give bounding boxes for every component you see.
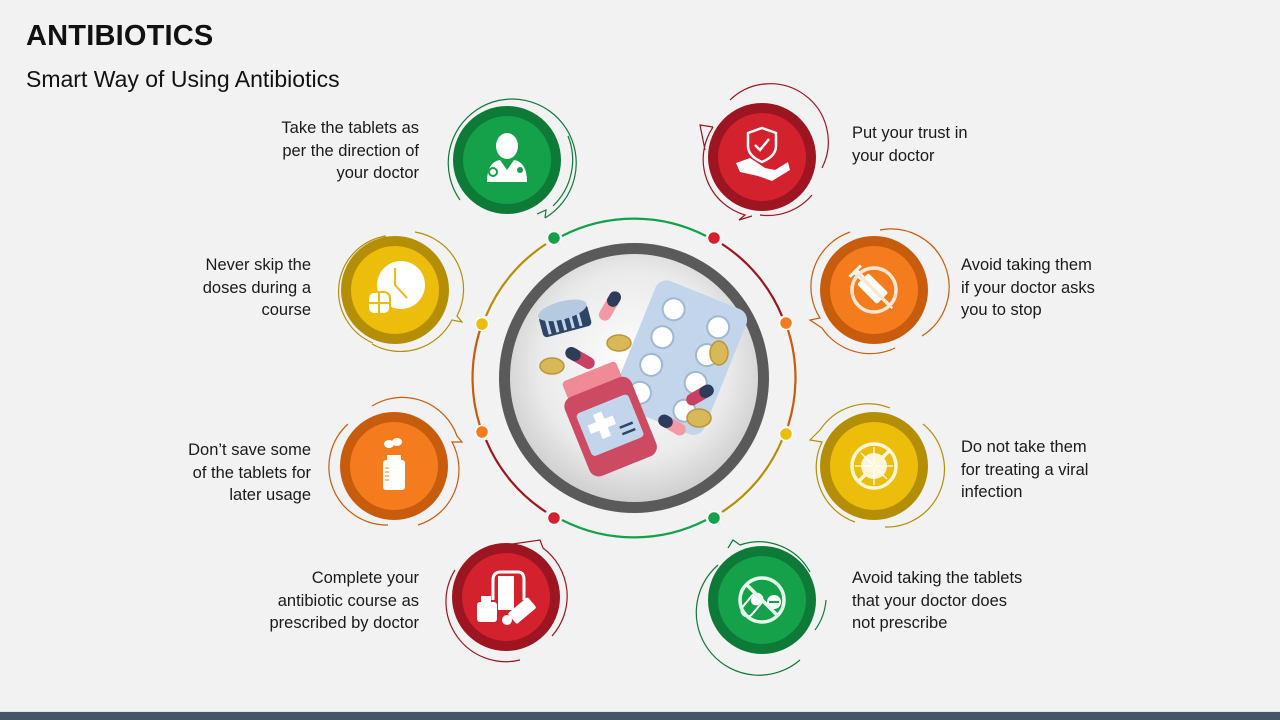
page-title: ANTIBIOTICS bbox=[26, 20, 214, 52]
badge-doctor bbox=[447, 98, 577, 219]
page-subtitle: Smart Way of Using Antibiotics bbox=[26, 66, 340, 92]
medicine-bottle-icon bbox=[562, 361, 657, 477]
connector-ring bbox=[471, 217, 797, 539]
badge-clock-pills bbox=[338, 231, 465, 353]
label-dont-save: Don’t save some of the tablets for later… bbox=[188, 441, 311, 504]
center-medicine-illustration bbox=[499, 243, 769, 513]
badge-prescription bbox=[445, 539, 568, 663]
badge-trust bbox=[699, 83, 829, 221]
clock-pills-icon bbox=[367, 261, 425, 315]
no-virus-icon bbox=[850, 442, 898, 490]
tablet-icon bbox=[539, 334, 729, 428]
label-trust-doctor: Put your trust in your doctor bbox=[852, 124, 968, 165]
label-complete-course: Complete your antibiotic course as presc… bbox=[269, 569, 420, 632]
label-no-viral: Do not take them for treating a viral in… bbox=[961, 438, 1089, 501]
badge-no-virus bbox=[808, 403, 946, 528]
label-avoid-unprescribed: Avoid taking the tablets that your docto… bbox=[852, 569, 1023, 632]
label-avoid-stop: Avoid taking them if your doctor asks yo… bbox=[961, 256, 1095, 319]
doctor-icon bbox=[487, 133, 527, 182]
badge-pill-bottle bbox=[328, 396, 464, 526]
footer-bar bbox=[0, 711, 1280, 720]
no-syringe-icon bbox=[848, 264, 898, 314]
prescription-medicine-icon bbox=[477, 570, 536, 625]
no-pills-icon bbox=[738, 576, 786, 624]
label-never-skip: Never skip the doses during a course bbox=[202, 256, 311, 319]
connector-dots bbox=[474, 230, 794, 526]
pill-bottle-icon bbox=[383, 438, 405, 490]
badge-no-syringe bbox=[808, 228, 950, 355]
bottle-cap-icon bbox=[538, 299, 592, 338]
label-take-tablets: Take the tablets as per the direction of… bbox=[281, 119, 419, 182]
trust-handshake-shield-icon bbox=[736, 126, 790, 181]
badge-no-pills bbox=[695, 539, 827, 676]
capsule-icon bbox=[565, 291, 714, 436]
